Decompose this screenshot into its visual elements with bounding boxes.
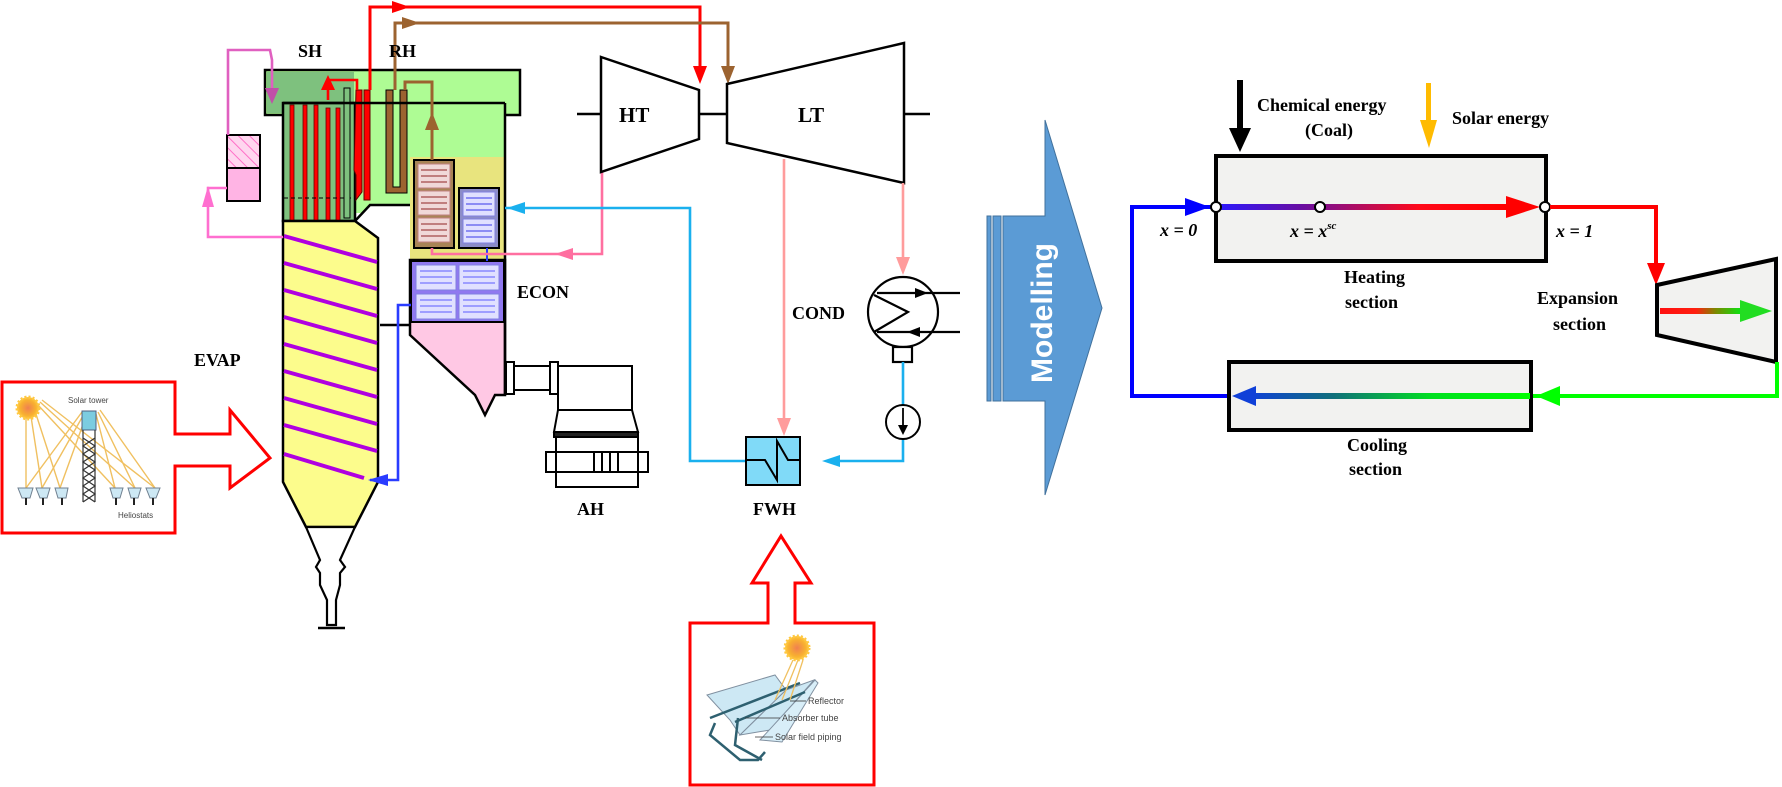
evaporator-tubes bbox=[283, 234, 378, 480]
x1-label: x = 1 bbox=[1555, 221, 1593, 241]
modelling-arrow: Modelling bbox=[986, 119, 1103, 496]
chemical-energy-arrow bbox=[1229, 80, 1251, 152]
heating-flow bbox=[1216, 204, 1506, 210]
heating-section-label-2: section bbox=[1345, 292, 1398, 312]
boiler bbox=[226, 68, 522, 630]
evap-label: EVAP bbox=[194, 350, 241, 370]
plant-labels: SH RH EVAP ECON AH HT LT COND FWH bbox=[194, 41, 845, 519]
air-heater bbox=[505, 361, 649, 488]
lt-label: LT bbox=[798, 103, 824, 127]
x0-label: x = 0 bbox=[1159, 220, 1197, 240]
solar-tower-receiver bbox=[81, 410, 97, 431]
condenser bbox=[866, 275, 960, 364]
sh-label: SH bbox=[298, 41, 322, 61]
solar-energy-label: Solar energy bbox=[1452, 108, 1549, 128]
ht-label: HT bbox=[619, 103, 649, 127]
x1-node bbox=[1539, 201, 1551, 213]
xsc-label: x = xsc bbox=[1289, 220, 1337, 241]
cooling-flow bbox=[1250, 393, 1530, 399]
solar-tower-label: Solar tower bbox=[68, 396, 109, 405]
absorber-tube-label: Absorber tube bbox=[782, 713, 839, 723]
heliostats-label: Heliostats bbox=[118, 511, 153, 520]
coal-label: (Coal) bbox=[1305, 120, 1353, 141]
ah-label: AH bbox=[577, 499, 604, 519]
feed-pump bbox=[885, 404, 921, 440]
expansion-section-label-1: Expansion bbox=[1537, 288, 1618, 308]
cooling-section-label-2: section bbox=[1349, 459, 1402, 479]
economizer-lower-block bbox=[410, 260, 505, 323]
extraction-lines bbox=[782, 159, 905, 425]
reheater-block bbox=[413, 159, 455, 249]
expansion-section-label-2: section bbox=[1553, 314, 1606, 334]
solar-energy-arrow bbox=[1420, 83, 1437, 148]
cond-label: COND bbox=[792, 303, 845, 323]
economizer-upper-block bbox=[458, 187, 500, 249]
solar-tower-callout-arrow bbox=[0, 380, 273, 535]
fwh-label: FWH bbox=[753, 499, 796, 519]
heating-section-label-1: Heating bbox=[1344, 267, 1405, 287]
sun-icon-trough bbox=[783, 634, 811, 662]
solar-field-piping-label: Solar field piping bbox=[775, 732, 842, 742]
turbines bbox=[577, 41, 930, 185]
reheater-pendant bbox=[385, 89, 408, 194]
modelling-label: Modelling bbox=[1026, 243, 1059, 383]
x0-node bbox=[1210, 201, 1222, 213]
chemical-energy-label: Chemical energy bbox=[1257, 95, 1386, 115]
trough-callout-arrow bbox=[688, 533, 876, 787]
high-pressure-turbine bbox=[599, 55, 701, 174]
solar-tower-lattice bbox=[81, 430, 97, 503]
heliostat-mirrors bbox=[17, 487, 161, 499]
sun-icon bbox=[15, 395, 41, 421]
solar-tower-inset: Solar tower Heliostats bbox=[0, 380, 273, 535]
cooling-section-label-1: Cooling bbox=[1347, 435, 1407, 455]
econ-label: ECON bbox=[517, 282, 569, 302]
thermodynamic-model: Chemical energy (Coal) Solar energy x = … bbox=[1130, 80, 1779, 479]
reflector-label: Reflector bbox=[808, 696, 844, 706]
steam-drum bbox=[226, 134, 261, 202]
parabolic-trough-inset: Reflector Absorber tube Solar field pipi… bbox=[688, 533, 876, 787]
furnace-hopper bbox=[304, 525, 357, 627]
rh-label: RH bbox=[389, 41, 416, 61]
xsc-node bbox=[1314, 201, 1326, 213]
expansion-flow bbox=[1660, 308, 1740, 314]
feedwater-heater bbox=[745, 436, 801, 486]
